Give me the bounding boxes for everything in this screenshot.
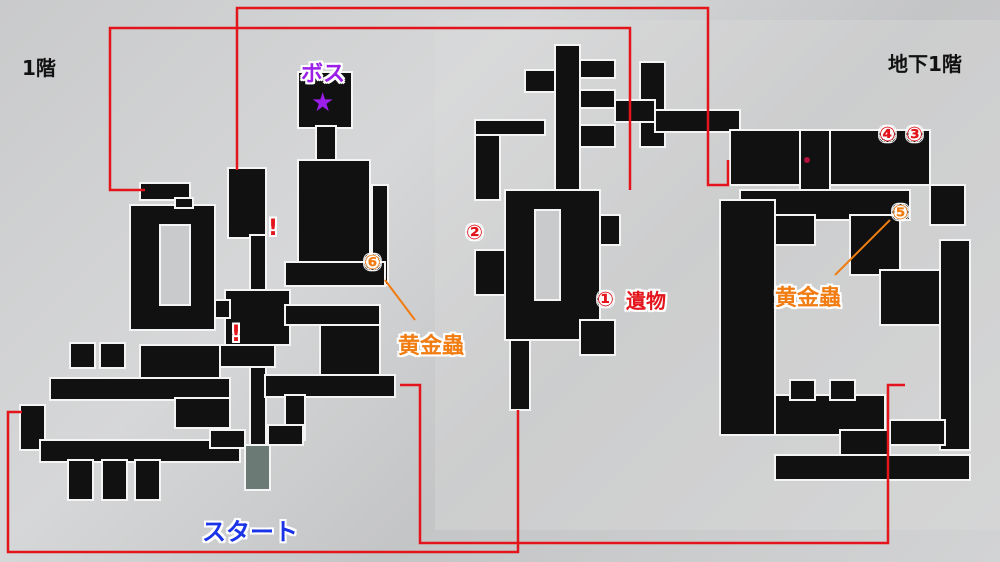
marker-1: ① <box>597 287 614 311</box>
start-room <box>244 444 271 491</box>
golden-bug-label-left: 黄金蟲 <box>398 334 465 359</box>
route-line-3 <box>6 410 520 554</box>
callout-lines <box>384 219 891 321</box>
marker-6: ⑥ <box>364 250 381 274</box>
basement-marker-dot <box>804 157 810 163</box>
golden-bug-label-right: 黄金蟲 <box>775 286 842 311</box>
east-c-block <box>719 199 776 436</box>
relic-label: 遺物 <box>626 289 666 313</box>
route-line-1 <box>108 26 632 192</box>
marker-2: ② <box>466 220 483 244</box>
floor-label-1f: 1階 <box>22 56 56 80</box>
route-lines <box>6 6 905 554</box>
marker-4: ④ <box>879 122 896 146</box>
marker-5: ⑤ <box>892 200 909 224</box>
boss-room <box>297 71 353 129</box>
basement-layout <box>474 44 971 481</box>
floor1-layout <box>19 71 396 501</box>
route-line-2 <box>235 6 730 187</box>
boss-star-icon: ★ <box>311 88 335 118</box>
floor-label-b1: 地下1階 <box>888 52 962 76</box>
alert-icon-1: ! <box>268 216 279 241</box>
north-tower <box>554 44 581 206</box>
boss-label: ボス <box>301 62 346 87</box>
route-line-4 <box>400 383 905 545</box>
marker-3: ③ <box>906 122 923 146</box>
cat-room <box>297 159 371 266</box>
alert-icon-2: ! <box>231 322 242 347</box>
start-label: スタート <box>202 518 298 546</box>
